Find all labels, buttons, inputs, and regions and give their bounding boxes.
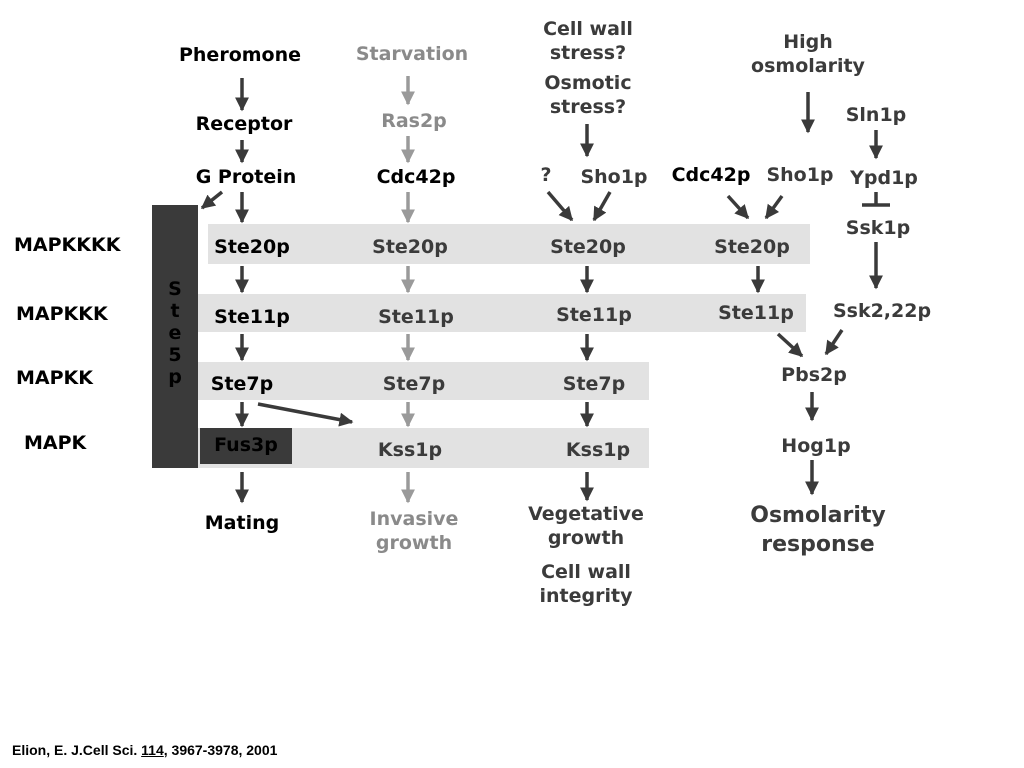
ste5p-letter: p: [168, 366, 182, 388]
mating-step: G Protein: [195, 166, 297, 188]
vegetative-kinase: Ste11p: [556, 304, 632, 326]
citation-volume: 114: [141, 742, 164, 758]
arrow: [200, 190, 224, 210]
osmo-sln1-step: Ypd1p: [850, 167, 918, 189]
vegetative-step: ?: [540, 164, 552, 186]
osmo-sln1-step: Ssk1p: [845, 217, 911, 239]
invasive-kinase: Ste7p: [382, 373, 446, 395]
osmo-sln1-step: Ssk2,22p: [832, 300, 932, 322]
ste5p-letter: S: [168, 278, 182, 300]
osmo-kinase: Pbs2p: [781, 364, 847, 386]
citation-suffix: , 3967-3978, 2001: [163, 742, 278, 758]
level-mapkk: MAPKK: [16, 367, 93, 389]
osmo-kinase: Hog1p: [781, 435, 851, 457]
mating-kinase: Fus3p: [214, 434, 278, 456]
band-mapkkk: [196, 294, 806, 332]
level-mapk: MAPK: [24, 432, 87, 454]
invasive-output-line: Invasive: [369, 508, 459, 530]
band-mapkkkk: [208, 224, 810, 264]
invasive-kinase: Ste11p: [378, 306, 454, 328]
vegetative-stimulus-line: Cell wall: [543, 18, 633, 40]
mating-kinase: Ste7p: [210, 373, 274, 395]
ste5p-letter: t: [170, 300, 180, 322]
mating-kinase: Ste20p: [214, 236, 290, 258]
vegetative-step: Sho1p: [580, 166, 648, 188]
mating-kinase: Ste11p: [214, 306, 290, 328]
ste5p-scaffold-vertical: [152, 205, 198, 468]
osmo-sln1-stimulus: High osmolarity: [751, 30, 865, 78]
citation-prefix: Elion, E. J.Cell Sci.: [12, 742, 142, 758]
osmo-sho1-kinase: Ste20p: [714, 236, 790, 258]
ste5p-letter: 5: [168, 344, 182, 366]
invasive-stimulus: Starvation: [355, 43, 469, 65]
vegetative-stimulus-line: stress?: [549, 96, 627, 118]
invasive-step: Cdc42p: [376, 166, 456, 188]
mating-stimulus: Pheromone: [178, 44, 302, 66]
arrow: [726, 194, 750, 220]
arrow: [592, 191, 612, 222]
arrow: [764, 194, 784, 220]
osmo-output-line: response: [761, 532, 875, 557]
arrow: [776, 332, 804, 358]
ste5p-letter: e: [168, 322, 182, 344]
osmo-sho1-step: Sho1p: [766, 164, 834, 186]
invasive-step: Ras2p: [381, 110, 447, 132]
osmo-sln1-stimulus-line: High: [783, 31, 833, 53]
osmo-output: Osmolarity response: [750, 501, 885, 559]
vegetative-kinase: Kss1p: [565, 439, 631, 461]
vegetative-stimulus-line: Osmotic: [544, 72, 632, 94]
osmo-output-line: Osmolarity: [750, 503, 886, 528]
vegetative-output-line: Cell wall: [541, 561, 631, 583]
arrow: [546, 190, 574, 222]
mating-output: Mating: [204, 512, 280, 534]
osmo-sho1-step: Cdc42p: [671, 164, 751, 186]
osmo-sln1-stimulus-line: osmolarity: [751, 55, 865, 77]
vegetative-stimulus-line: stress?: [549, 42, 627, 64]
ste5p-label: S t e 5 p: [164, 278, 186, 388]
vegetative-output-line: integrity: [539, 585, 633, 607]
citation: Elion, E. J.Cell Sci. 114, 3967-3978, 20…: [12, 742, 277, 758]
vegetative-output-line: Vegetative: [528, 503, 644, 525]
osmo-sln1-step: Sln1p: [845, 104, 907, 126]
arrow: [824, 329, 844, 356]
vegetative-stimulus: Cell wall stress? Osmotic stress?: [543, 17, 633, 119]
level-mapkkkk: MAPKKKK: [14, 234, 121, 256]
mating-step: Receptor: [195, 113, 293, 135]
band-mapkk: [196, 362, 649, 400]
invasive-output: Invasive growth: [370, 507, 459, 555]
vegetative-output-line: growth: [547, 527, 625, 549]
vegetative-kinase: Ste7p: [562, 373, 626, 395]
level-mapkkk: MAPKKK: [16, 303, 108, 325]
invasive-kinase: Ste20p: [372, 236, 448, 258]
arrow: [257, 402, 354, 427]
osmo-sho1-kinase: Ste11p: [718, 302, 794, 324]
vegetative-kinase: Ste20p: [550, 236, 626, 258]
ste5p-scaffold-foot: [200, 428, 292, 464]
vegetative-output: Vegetative growth Cell wall integrity: [528, 502, 644, 608]
invasive-kinase: Kss1p: [377, 439, 443, 461]
invasive-output-line: growth: [375, 532, 453, 554]
